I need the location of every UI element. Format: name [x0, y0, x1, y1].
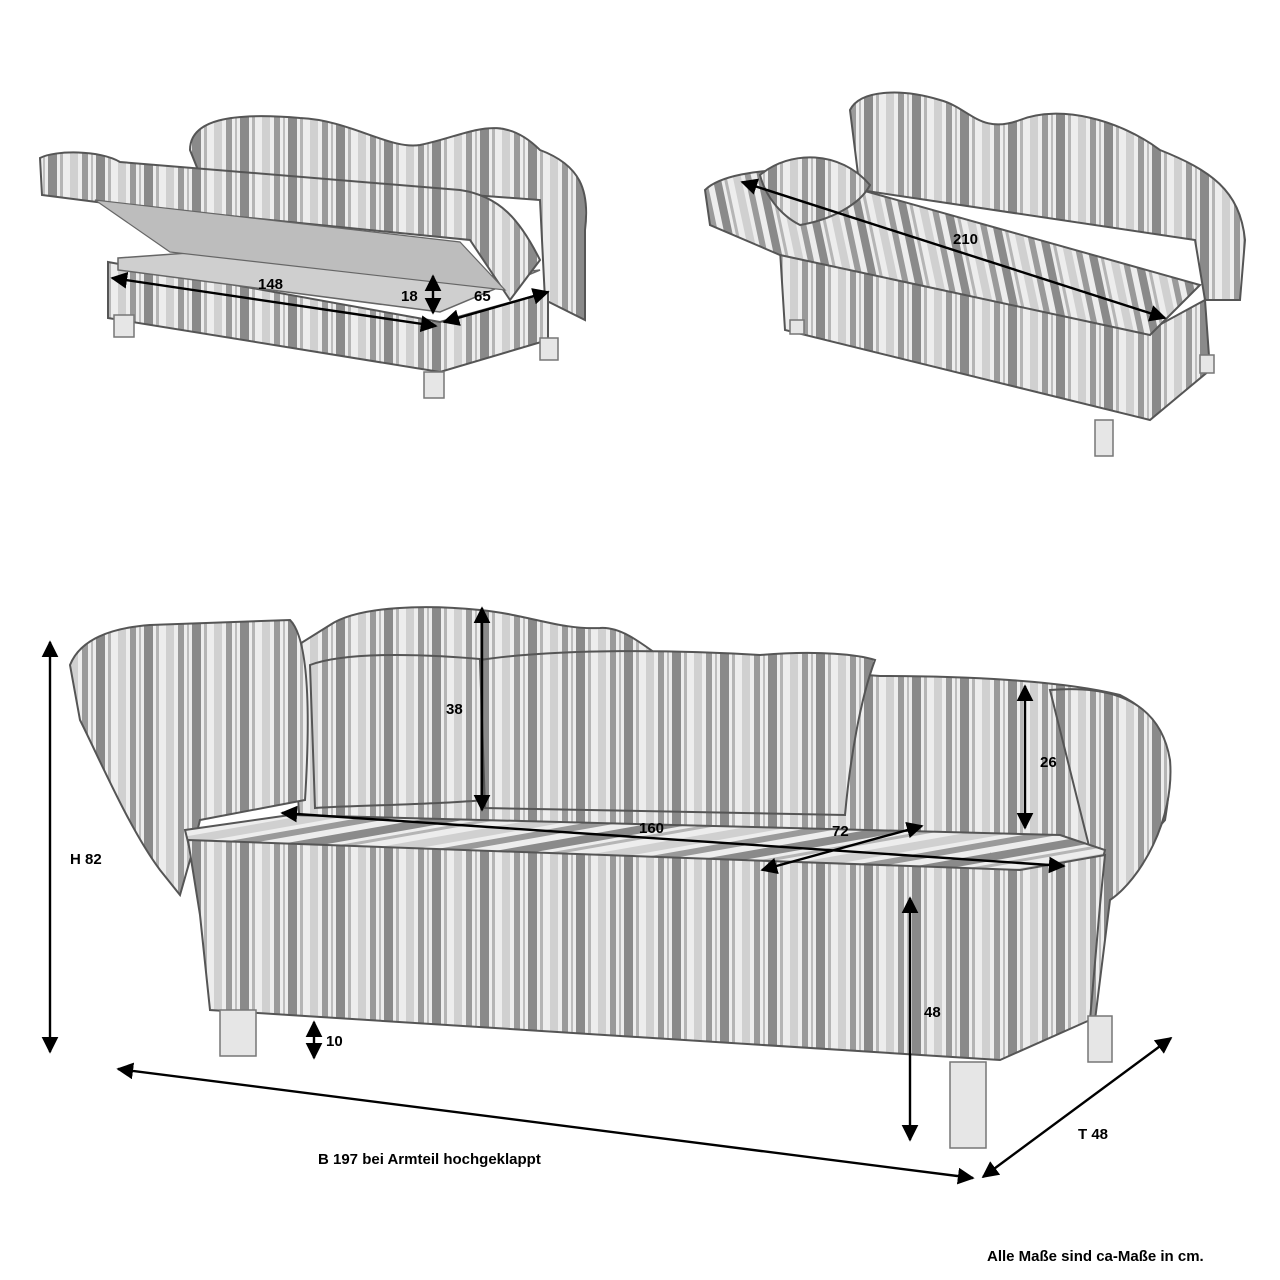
backrest	[188, 115, 588, 322]
leg	[949, 1061, 987, 1149]
dim-label-leg-height: 10	[326, 1033, 343, 1050]
leg	[423, 371, 445, 399]
dim-arrow-width	[116, 1062, 975, 1185]
leg	[789, 319, 805, 335]
dim-label-back-height: 38	[446, 701, 463, 718]
seat-base	[186, 838, 1107, 1062]
leg	[539, 337, 559, 361]
dim-label-length: 148	[258, 276, 283, 293]
armrest-right	[1048, 688, 1172, 1022]
leg	[1087, 1015, 1113, 1063]
leg	[1094, 419, 1114, 457]
dim-label-width: B 197 bei Armteil hochgeklappt	[318, 1151, 541, 1168]
cushion	[478, 650, 877, 817]
raised-lid	[38, 151, 542, 302]
leg	[1199, 354, 1215, 374]
storage-open-view: 148 18 65	[38, 115, 588, 399]
front-view: H 82 38 26 160 72 48 10 B 197 bei Armtei…	[41, 606, 1173, 1185]
cushion	[308, 654, 492, 810]
dim-arrow-depth	[981, 1037, 1173, 1178]
dim-label-depth: T 48	[1078, 1126, 1108, 1143]
dim-arrow-width	[442, 288, 550, 326]
dim-label-height: H 82	[70, 851, 102, 868]
dim-label-seat-depth: 72	[832, 823, 849, 840]
folding-armrest	[68, 618, 309, 898]
footnote: Alle Maße sind ca-Maße in cm.	[987, 1248, 1204, 1265]
dim-arrow-seat-depth	[760, 821, 924, 875]
dim-arrow-length	[740, 178, 1167, 322]
dim-arrow-length	[110, 271, 438, 333]
leg	[113, 314, 135, 338]
dim-label-width: 65	[474, 288, 491, 305]
dim-arrow-seat-length	[280, 805, 1066, 874]
lying-surface-view: 210	[703, 91, 1247, 457]
dim-label-seat-length: 160	[639, 820, 664, 837]
dim-label-depth: 18	[401, 288, 418, 305]
dim-label-arm-height: 26	[1040, 754, 1057, 771]
dim-label-length: 210	[953, 231, 978, 248]
leg	[219, 1009, 257, 1057]
dim-label-seat-height: 48	[924, 1004, 941, 1021]
